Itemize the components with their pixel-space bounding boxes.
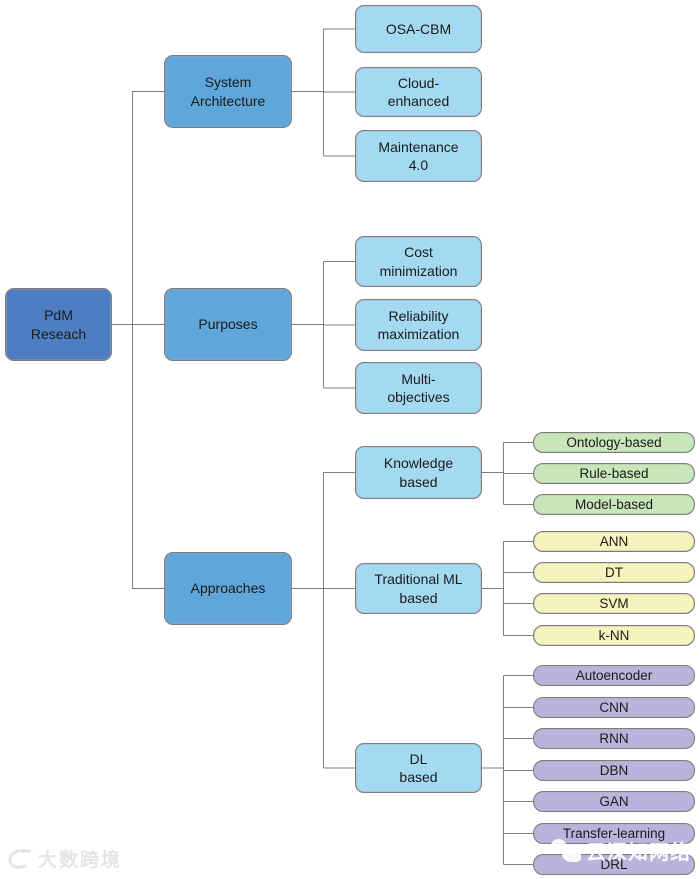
watermark-bottom-left: 大数跨境 [6,845,122,872]
watermark-bottom-right-text: 云深知网络 [586,842,691,864]
node-dt: DT [533,562,695,583]
node-cnn: CNN [533,697,695,718]
node-transfer-learning: Transfer-learning [533,823,695,844]
node-gan: GAN [533,791,695,812]
node-model-based: Model-based [533,494,695,515]
watermark-bottom-right: 云深知网络 [549,836,691,865]
node-ann: ANN [533,531,695,552]
node-autoencoder: Autoencoder [533,665,695,686]
node-cloud-enhanced: Cloud- enhanced [355,67,482,117]
node-reliability-maximization: Reliability maximization [355,299,482,351]
node-pdm-research: PdM Reseach [5,288,112,361]
node-osa-cbm: OSA-CBM [355,5,482,53]
node-knowledge-based: Knowledge based [355,446,482,499]
node-traditional-ml-based: Traditional ML based [355,563,482,614]
node-purposes: Purposes [164,288,292,361]
chat-bubbles-icon [549,838,583,864]
node-dbn: DBN [533,760,695,781]
node-svm: SVM [533,593,695,614]
node-k-nn: k-NN [533,625,695,646]
node-system-architecture: System Architecture [164,55,292,128]
node-rnn: RNN [533,728,695,749]
node-approaches: Approaches [164,552,292,625]
node-maintenance-4-0: Maintenance 4.0 [355,130,482,182]
node-cost-minimization: Cost minimization [355,236,482,287]
watermark-bottom-left-text: 大数跨境 [38,850,123,871]
node-multi-objectives: Multi- objectives [355,362,482,414]
watermark-logo-icon [8,848,31,869]
node-rule-based: Rule-based [533,463,695,484]
node-ontology-based: Ontology-based [533,432,695,453]
node-dl-based: DL based [355,743,482,793]
